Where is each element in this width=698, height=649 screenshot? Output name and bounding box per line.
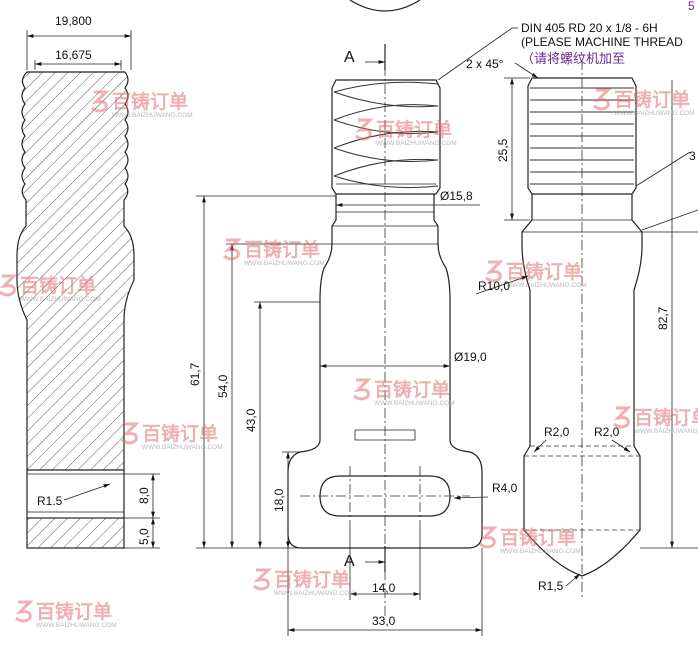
watermark-url: WWW.BAIZHUWANG.COM — [374, 400, 455, 407]
front-view: A A Ø15,8 Ø19,0 R4,0 61,7 54,0 43,0 18,0… — [188, 0, 518, 636]
dim-dia-19: Ø19,0 — [454, 350, 487, 364]
watermark-brand: 百铸订单 — [634, 406, 698, 429]
thread-note-cn: （请将螺纹机加至 — [521, 52, 625, 67]
watermark-url: WWW.BAIZHUWANG.COM — [112, 112, 193, 119]
corner-number: 5 — [688, 0, 695, 13]
dim-length-18: 18,0 — [272, 488, 286, 512]
watermark-12: 百铸订单 WWW.BAIZHUWANG.COM — [15, 600, 117, 629]
dim-inner-width: 16,675 — [55, 48, 92, 62]
section-view: 19,800 16,675 8,0 5,0 R1.5 — [16, 14, 160, 549]
watermark-10: 百铸订单 WWW.BAIZHUWANG.COM — [479, 526, 581, 555]
watermark-logo-icon — [485, 260, 504, 283]
watermark-url: WWW.BAIZHUWANG.COM — [634, 428, 698, 435]
watermark-logo-icon — [91, 90, 110, 113]
watermark-url: WWW.BAIZHUWANG.COM — [244, 260, 325, 267]
section-end-block — [26, 517, 125, 549]
watermark-1: 百铸订单 WWW.BAIZHUWANG.COM — [91, 90, 193, 119]
watermark-brand: 百铸订单 — [142, 422, 218, 445]
watermark-url: WWW.BAIZHUWANG.COM — [376, 140, 457, 147]
watermark-brand: 百铸订单 — [112, 90, 188, 113]
watermark-url: WWW.BAIZHUWANG.COM — [142, 444, 223, 451]
watermark-url: WWW.BAIZHUWANG.COM — [614, 110, 695, 117]
dim-length-61-7: 61,7 — [188, 362, 202, 386]
dim-radius-1-5-right: R1,5 — [538, 579, 564, 593]
watermark-brand: 百铸订单 — [614, 88, 690, 111]
watermark-url: WWW.BAIZHUWANG.COM — [506, 282, 587, 289]
leader-number: 3 — [689, 149, 696, 163]
watermark-2: 百铸订单 WWW.BAIZHUWANG.COM — [355, 118, 457, 147]
watermark-brand: 百铸订单 — [374, 378, 450, 401]
watermark-brand: 百铸订单 — [274, 568, 350, 591]
watermark-4: 百铸订单 WWW.BAIZHUWANG.COM — [223, 238, 325, 267]
watermark-brand: 百铸订单 — [244, 238, 320, 261]
dim-dia-15-8: Ø15,8 — [440, 189, 473, 203]
thread-note: (PLEASE MACHINE THREAD — [521, 35, 683, 49]
dim-slot-14: 14,0 — [372, 581, 396, 595]
watermark-logo-icon — [253, 568, 272, 591]
watermark-6: 百铸订单 WWW.BAIZHUWANG.COM — [485, 260, 587, 289]
thread-spec: DIN 405 RD 20 x 1/8 - 6H — [521, 21, 658, 35]
section-body — [16, 71, 135, 471]
watermark-logo-icon — [353, 378, 372, 401]
watermark-8: 百铸订单 WWW.BAIZHUWANG.COM — [121, 422, 223, 451]
watermark-logo-icon — [0, 274, 18, 297]
dim-length-54: 54,0 — [216, 374, 230, 398]
watermark-brand: 百铸订单 — [376, 118, 452, 141]
watermark-logo-icon — [15, 600, 34, 623]
watermark-logo-icon — [355, 118, 374, 141]
watermark-7: 百铸订单 WWW.BAIZHUWANG.COM — [353, 378, 455, 407]
dim-thread-len: 25,5 — [496, 138, 510, 162]
dim-radius-2-left: R2,0 — [544, 425, 570, 439]
watermark-url: WWW.BAIZHUWANG.COM — [500, 548, 581, 555]
dim-radius-2-right: R2,0 — [594, 425, 620, 439]
watermark-brand: 百铸订单 — [36, 600, 112, 623]
dim-chamfer: 2 x 45° — [466, 57, 504, 71]
watermark-logo-icon — [223, 238, 242, 261]
watermark-url: WWW.BAIZHUWANG.COM — [36, 622, 117, 629]
dim-radius-4: R4,0 — [492, 481, 518, 495]
dim-end-5: 5,0 — [137, 528, 151, 545]
dim-width-33: 33,0 — [372, 614, 396, 628]
watermark-logo-icon — [613, 406, 632, 429]
section-a-top: A — [344, 49, 355, 66]
watermark-logo-icon — [593, 88, 612, 111]
thread-coils — [333, 81, 439, 189]
watermark-logo-icon — [479, 526, 498, 549]
dim-radius-10: R10,0 — [478, 279, 510, 293]
watermark-brand: 百铸订单 — [20, 274, 96, 297]
watermark-brand: 百铸订单 — [500, 526, 576, 549]
dim-end-8: 8,0 — [137, 487, 151, 504]
section-a-bottom: A — [344, 553, 355, 570]
thread-lines-right — [530, 87, 634, 185]
dim-total-len: 82,7 — [656, 306, 670, 330]
watermark-url: WWW.BAIZHUWANG.COM — [20, 296, 101, 303]
watermark-url: WWW.BAIZHUWANG.COM — [274, 590, 355, 597]
dim-radius-1-5-left: R1.5 — [37, 494, 63, 508]
watermark-logo-icon — [121, 422, 140, 445]
watermark-5: 百铸订单 WWW.BAIZHUWANG.COM — [0, 274, 101, 303]
watermark-3: 百铸订单 WWW.BAIZHUWANG.COM — [593, 88, 695, 117]
watermark-brand: 百铸订单 — [506, 260, 582, 283]
watermark-11: 百铸订单 WWW.BAIZHUWANG.COM — [253, 568, 355, 597]
watermark-9: 百铸订单 WWW.BAIZHUWANG.COM — [613, 406, 698, 435]
thread-notes: DIN 405 RD 20 x 1/8 - 6H (PLEASE MACHINE… — [437, 0, 695, 81]
side-view: 2 x 45° 25,5 82,7 R10,0 R2,0 R2,0 R1,5 3 — [466, 57, 698, 600]
dim-length-43: 43,0 — [244, 408, 258, 432]
dim-outer-width: 19,800 — [55, 14, 92, 28]
